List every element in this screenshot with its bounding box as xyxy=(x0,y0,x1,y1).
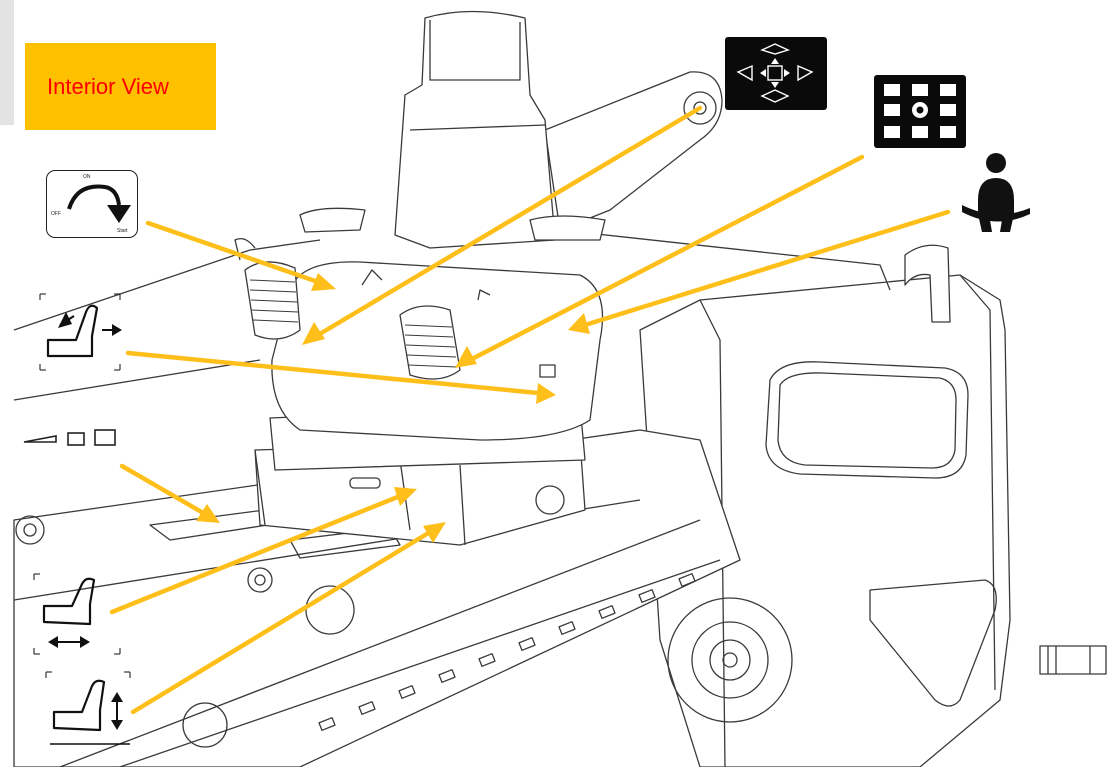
arrow-height-to-base xyxy=(130,522,446,715)
seatbelt-icon xyxy=(962,153,1030,232)
arrow-bucket-to-floor xyxy=(119,463,220,523)
arrow-fore-aft-to-base xyxy=(109,487,417,615)
title-background xyxy=(25,43,216,130)
arrow-control-pattern-to-seat xyxy=(455,154,865,368)
ignition-arrow-icon xyxy=(67,184,131,223)
joystick-pattern-icon xyxy=(725,37,827,110)
ignition-switch-icon: ON OFF Start xyxy=(46,170,138,238)
track-slots xyxy=(318,573,696,731)
callout-arrows xyxy=(109,105,951,715)
seat-fore-aft-icon xyxy=(33,573,121,655)
arrow-boom-pivot-to-seat xyxy=(302,105,703,345)
seat-height-icon xyxy=(45,671,131,745)
on-label: ON xyxy=(83,174,91,180)
page-title: Interior View xyxy=(47,73,169,99)
control-pattern-icon xyxy=(874,75,966,148)
seat-backrest-tilt-icon xyxy=(39,293,122,371)
arrow-seatbelt-to-seat xyxy=(568,209,951,334)
bucket-indicator-icon xyxy=(23,429,116,446)
off-label: OFF xyxy=(51,211,61,217)
arrow-ignition-to-left-console xyxy=(145,220,336,291)
title-box: Interior View xyxy=(25,43,216,130)
start-label: Start xyxy=(117,228,128,234)
arrow-backrest-to-seat xyxy=(125,350,556,404)
